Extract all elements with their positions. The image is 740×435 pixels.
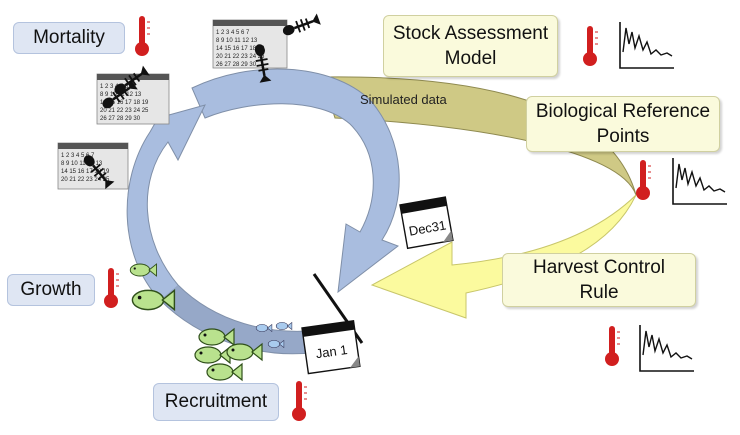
recruitment-label: Recruitment <box>164 391 268 412</box>
svg-text:8 9 10 11 12 13: 8 9 10 11 12 13 <box>61 161 103 167</box>
harvest-control-arrow <box>370 194 637 319</box>
growth-label: Growth <box>20 279 82 300</box>
thermometer-icon <box>291 380 308 422</box>
biological-reference-label-line1: Biological Reference <box>535 101 711 122</box>
biological-reference-label-line2: Points <box>596 126 650 147</box>
growth-box: Growth <box>7 274 95 306</box>
fish-icon <box>206 363 243 381</box>
mortality-box: Mortality <box>13 22 125 54</box>
fish-icon <box>275 321 293 331</box>
svg-text:14 15 16 17 18 19: 14 15 16 17 18 19 <box>100 100 149 106</box>
svg-text:20 21 22 23 24 25: 20 21 22 23 24 25 <box>100 108 149 114</box>
thermometer-icon <box>103 267 120 309</box>
fish-icon <box>255 323 273 333</box>
cycle-arrow-top <box>191 68 400 294</box>
svg-text:14 15 16 17 18 19: 14 15 16 17 18 19 <box>61 169 110 175</box>
cycle-arrow-bottom-dark <box>160 285 320 354</box>
svg-text:26 27 28 29 30: 26 27 28 29 30 <box>216 62 257 68</box>
trend-chart-icon <box>619 21 675 69</box>
calendar-icon: 1 2 3 4 5 6 7 8 9 10 11 12 13 14 15 16 1… <box>212 19 288 69</box>
calendar-icon: Jan 1 <box>301 319 361 375</box>
mortality-label: Mortality <box>33 27 105 48</box>
harvest-control-label-line2: Rule <box>579 282 619 303</box>
svg-text:8 9 10 11 12 13: 8 9 10 11 12 13 <box>216 38 258 44</box>
trend-chart-icon <box>639 324 695 372</box>
svg-text:20 21 22 23 24 25: 20 21 22 23 24 25 <box>61 177 110 183</box>
calendar-start-label: Jan 1 <box>315 342 349 361</box>
calendar-icon: 1 2 3 4 5 6 7 8 9 10 11 12 13 14 15 16 1… <box>57 142 129 190</box>
harvest-control-label-line1: Harvest Control <box>533 257 665 278</box>
stock-assessment-label-line1: Stock Assessment <box>392 23 549 44</box>
trend-chart-icon <box>672 157 728 205</box>
fish-icon <box>194 346 231 364</box>
svg-text:14 15 16 17 18 19: 14 15 16 17 18 19 <box>216 46 265 52</box>
calendar-end-label: Dec31 <box>408 217 448 238</box>
simulated-data-label: Simulated data <box>360 92 447 107</box>
recruitment-box: Recruitment <box>153 383 279 421</box>
svg-text:26 27 28 29 30: 26 27 28 29 30 <box>100 116 141 122</box>
thermometer-icon <box>134 15 151 57</box>
svg-text:1 2 3 4 5 6 7: 1 2 3 4 5 6 7 <box>216 30 250 36</box>
fish-skeleton-icon <box>279 12 323 40</box>
biological-reference-box: Biological Reference Points <box>526 96 720 152</box>
thermometer-icon <box>604 325 621 367</box>
svg-text:20 21 22 23 24 25: 20 21 22 23 24 25 <box>216 54 265 60</box>
stock-assessment-label-line2: Model <box>444 48 497 69</box>
fish-icon <box>267 339 285 349</box>
thermometer-icon <box>635 159 652 201</box>
calendar-icon: Dec31 <box>399 196 454 250</box>
stock-assessment-box: Stock Assessment Model <box>383 15 558 77</box>
thermometer-icon <box>582 25 599 67</box>
svg-text:1 2 3 4 5 6 7: 1 2 3 4 5 6 7 <box>61 153 95 159</box>
harvest-control-box: Harvest Control Rule <box>502 253 696 307</box>
